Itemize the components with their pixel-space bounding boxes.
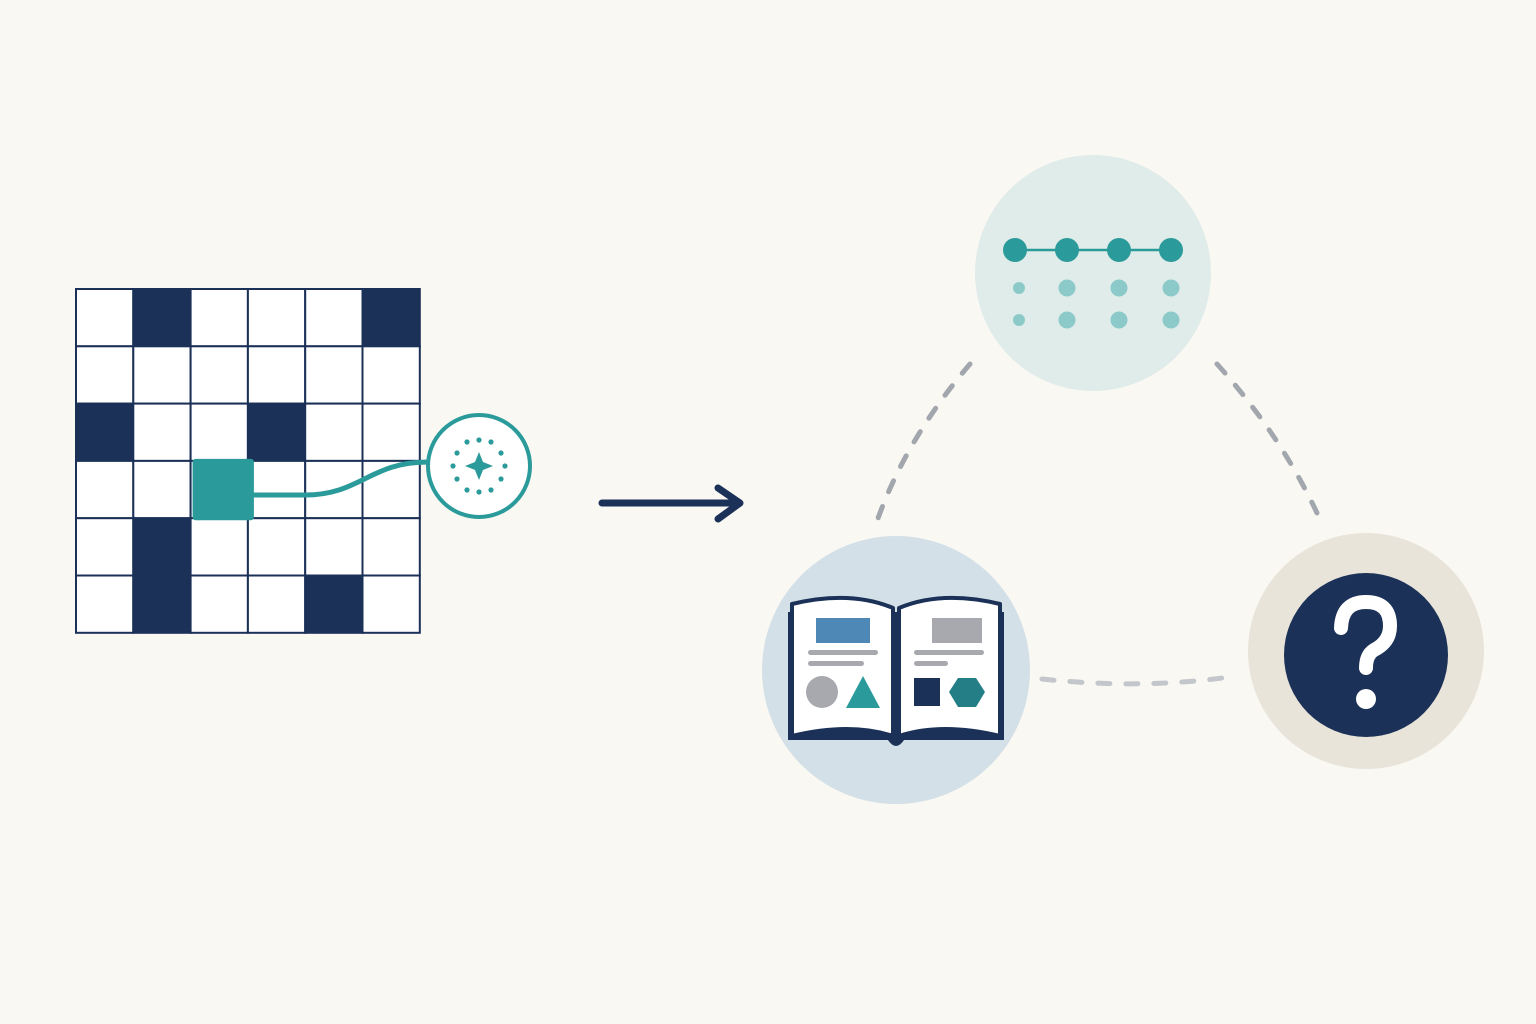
grid-cell — [304, 288, 364, 348]
grid-cell-filled — [361, 288, 421, 348]
grid-cell — [246, 517, 307, 577]
question-mark-icon — [1334, 595, 1397, 709]
grid-cell — [361, 574, 421, 634]
grid-cell-filled — [132, 517, 192, 577]
sequence-dot-faded — [1058, 279, 1076, 297]
sparkle-dot — [498, 476, 504, 482]
grid-cell — [304, 345, 364, 405]
grid-cell — [304, 402, 364, 462]
grid-cell-filled — [75, 402, 135, 462]
puzzle-grid — [75, 288, 421, 634]
sequence-dot-main — [1003, 238, 1027, 262]
connector-top-right — [1214, 361, 1325, 527]
sparkle-dot — [488, 487, 494, 493]
sequence-dot-main — [1055, 238, 1079, 262]
sequence-dot-faded — [1162, 279, 1180, 297]
grid-cell — [246, 459, 307, 520]
grid-cell — [189, 574, 249, 634]
grid-cell — [75, 345, 135, 405]
grid-cell — [246, 574, 307, 634]
grid-cell — [189, 517, 249, 577]
open-book-icon — [788, 595, 1004, 746]
dashed-connectors — [873, 361, 1325, 527]
grid-cell-highlight — [192, 458, 254, 521]
sparkle-lens-icon — [426, 413, 532, 519]
sparkle-dot — [454, 476, 460, 482]
question-node — [1248, 533, 1484, 769]
right-arrow-icon — [598, 484, 744, 523]
sequence-dot-faded — [1110, 311, 1128, 329]
sparkle-dot — [502, 463, 508, 469]
sequence-dot-faded — [1058, 311, 1076, 329]
grid-cell — [361, 517, 421, 577]
sequence-dot-faded — [1013, 314, 1025, 326]
sparkle-dot — [464, 487, 470, 493]
connector-top-left — [873, 361, 973, 527]
sequence-dot-main — [1159, 238, 1183, 262]
connector-bottom — [1039, 673, 1239, 687]
grid-cell — [75, 517, 135, 577]
grid-cell — [132, 345, 192, 405]
grid-cell — [189, 288, 249, 348]
book-node — [762, 536, 1030, 804]
grid-cell — [75, 574, 135, 634]
sparkle-dot — [476, 437, 482, 443]
grid-cell-filled — [304, 574, 364, 634]
sparkle-dot — [476, 489, 482, 495]
grid-cell — [361, 402, 421, 462]
grid-cell — [132, 402, 192, 462]
grid-cell-filled — [132, 574, 192, 634]
sequence-dot-main — [1107, 238, 1131, 262]
sparkle-dot — [488, 439, 494, 445]
sparkle-dot — [464, 439, 470, 445]
sequence-dot-faded — [1013, 282, 1025, 294]
sequence-dot-faded — [1110, 279, 1128, 297]
grid-cell — [304, 517, 364, 577]
grid-cell — [361, 345, 421, 405]
grid-cell-filled — [132, 288, 192, 348]
grid-cell — [246, 288, 307, 348]
grid-cell — [246, 345, 307, 405]
sparkle-dot — [450, 463, 456, 469]
grid-connector-line — [245, 459, 431, 498]
grid-cell — [75, 288, 135, 348]
grid-cell — [132, 459, 192, 520]
grid-cell-filled — [246, 402, 307, 462]
grid-cell — [75, 459, 135, 520]
dot-sequence-icon — [1003, 238, 1183, 329]
grid-cell — [189, 345, 249, 405]
dot-sequence-node — [975, 155, 1211, 391]
grid-cell — [189, 402, 249, 462]
sequence-dot-faded — [1162, 311, 1180, 329]
sparkle-dot — [498, 450, 504, 456]
sparkle-dot — [454, 450, 460, 456]
